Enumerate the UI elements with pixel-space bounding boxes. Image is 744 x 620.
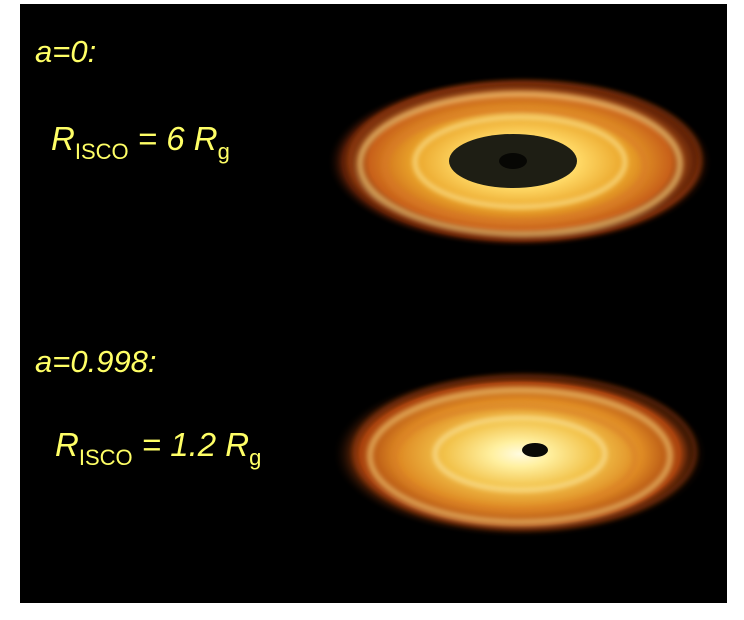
black-hole-shadow-small [522, 443, 548, 457]
accretion-disk-a0998 [332, 370, 708, 538]
equals-value: = 6 [128, 120, 194, 157]
r-symbol: R [51, 120, 75, 157]
r-symbol: R [55, 426, 79, 463]
spin-label-a0: a=0: [35, 34, 97, 69]
isco-radius-label-a0998: RISCO = 1.2 Rg [55, 426, 261, 469]
accretion-disk-a0 [327, 76, 713, 248]
isco-radius-label-a0: RISCO = 6 Rg [51, 120, 230, 163]
disk-body [332, 370, 708, 538]
isco-subscript: ISCO [78, 445, 133, 470]
equals-value: = 1.2 [132, 426, 226, 463]
g-subscript: g [217, 139, 230, 164]
rg-symbol: R [193, 120, 218, 157]
g-subscript: g [249, 445, 262, 470]
isco-subscript: ISCO [74, 139, 129, 164]
black-figure-panel: a=0: RISCO = 6 Rg [20, 4, 727, 603]
spin-label-a0998: a=0.998: [35, 344, 157, 379]
rg-symbol: R [225, 426, 250, 463]
